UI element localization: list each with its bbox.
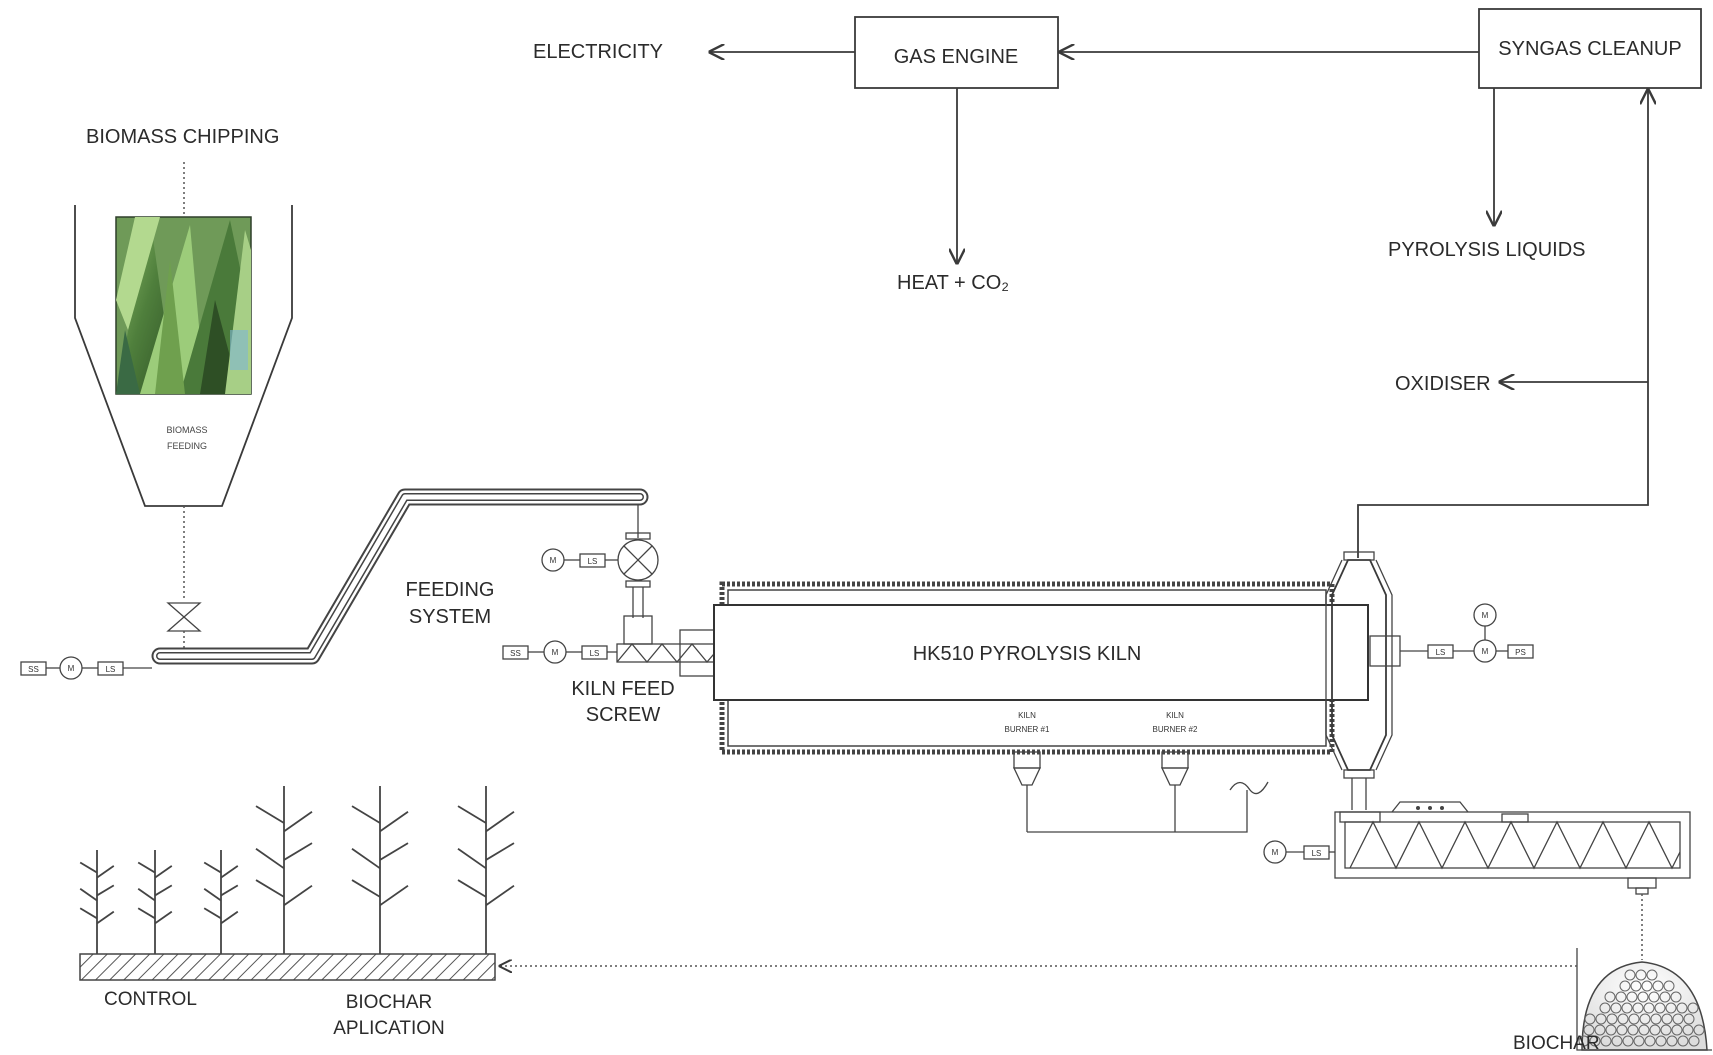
discharge-instrument-chain: M LS: [1264, 841, 1335, 863]
tree-icon: [204, 850, 238, 954]
biomass-feeding-label-1: BIOMASS: [166, 425, 207, 435]
feeding-system-label-2: SYSTEM: [409, 606, 491, 628]
burner2-nozzle: [1162, 768, 1188, 785]
electricity-label: ELECTRICITY: [533, 41, 663, 63]
motor-tag-text: M: [550, 556, 557, 565]
feeding-instrument-chain: SS M LS: [21, 657, 152, 679]
kiln-burner-1: KILN BURNER #1: [1005, 711, 1050, 832]
burner2-label-2: BURNER #2: [1153, 725, 1198, 734]
motor-tag-text: M: [1482, 611, 1489, 620]
oxidiser-label: OXIDISER: [1395, 373, 1491, 395]
tree-icon: [256, 786, 312, 954]
motor-tag-text: M: [552, 648, 559, 657]
dome-dot-3: [1440, 806, 1444, 810]
tree-icon: [458, 786, 514, 954]
biochar-application-label-2: APLICATION: [333, 1018, 445, 1039]
kiln-label: HK510 PYROLYSIS KILN: [913, 643, 1142, 665]
screw-inlet: [624, 616, 652, 644]
burner1-nozzle: [1014, 768, 1040, 785]
kiln-feed-screw-label-1: KILN FEED: [571, 678, 674, 700]
dome-dot-1: [1416, 806, 1420, 810]
gate-valve-icon: [168, 603, 200, 631]
biochar-application-label-1: BIOCHAR: [346, 992, 433, 1013]
biochar-label: BIOCHAR: [1513, 1033, 1600, 1054]
trees: [80, 786, 514, 954]
discharge-vent: [1502, 814, 1528, 822]
heat-co2-label: HEAT + CO₂: [897, 272, 1009, 294]
level-switch-tag-text: LS: [590, 649, 600, 658]
speed-tag-text: SS: [510, 649, 521, 658]
burner1-label-2: BURNER #1: [1005, 725, 1050, 734]
syngas-cleanup-label: SYNGAS CLEANUP: [1498, 38, 1681, 60]
feeding-conveyor: [160, 497, 640, 656]
tree-icon: [80, 850, 114, 954]
fuel-supply-squiggle: [1230, 782, 1268, 794]
tree-icon: [138, 850, 172, 954]
discharge-outlet: [1628, 878, 1656, 888]
level-switch-tag-text: LS: [588, 557, 598, 566]
discharge-screw-conveyor: [1335, 802, 1690, 894]
soil-bed: [80, 954, 495, 980]
level-switch-tag-text: LS: [1436, 648, 1446, 657]
syngas-cleanup-block: SYNGAS CLEANUP: [1479, 9, 1701, 88]
gas-engine-block: GAS ENGINE: [855, 17, 1058, 88]
discharge-inlet: [1340, 812, 1380, 822]
field-plot: [80, 786, 514, 980]
tree-icon: [352, 786, 408, 954]
kiln-feed-screw-label-2: SCREW: [586, 704, 661, 726]
motor-tag-text: M: [1272, 848, 1279, 857]
discharge-screw-flight: [1350, 822, 1680, 868]
level-switch-tag-text: LS: [1312, 849, 1322, 858]
discharge-outlet-neck: [1636, 888, 1648, 894]
kiln-burner-2: KILN BURNER #2: [1153, 711, 1198, 832]
pyrolysis-liquids-label: PYROLYSIS LIQUIDS: [1388, 239, 1585, 261]
level-switch-tag-text: LS: [106, 665, 116, 674]
kiln-outlet-instrument-chain: LS M PS M: [1400, 604, 1533, 662]
kiln-syngas-line: [1358, 90, 1648, 558]
speed-tag-text: SS: [28, 665, 39, 674]
rotary-valve-icon: [618, 533, 658, 587]
feeding-system-label-1: FEEDING: [406, 579, 495, 601]
pressure-tag-text: PS: [1515, 648, 1526, 657]
screw-instrument-chain: SS M LS: [503, 641, 617, 663]
valve-instrument-chain: M LS: [542, 549, 618, 571]
motor-tag-text: M: [68, 664, 75, 673]
burner2-label-1: KILN: [1166, 711, 1184, 720]
control-label: CONTROL: [104, 989, 197, 1010]
gas-engine-label: GAS ENGINE: [894, 46, 1018, 68]
screw-conveyor-icon: [617, 630, 719, 676]
biomass-feeding-label-2: FEEDING: [167, 441, 207, 451]
burner-fuel-line: [1027, 790, 1247, 832]
dome-dot-2: [1428, 806, 1432, 810]
biomass-photo-icon: [116, 217, 251, 394]
motor-tag-text: M: [1482, 647, 1489, 656]
burner1-label-1: KILN: [1018, 711, 1036, 720]
biomass-chipping-label: BIOMASS CHIPPING: [86, 126, 279, 148]
